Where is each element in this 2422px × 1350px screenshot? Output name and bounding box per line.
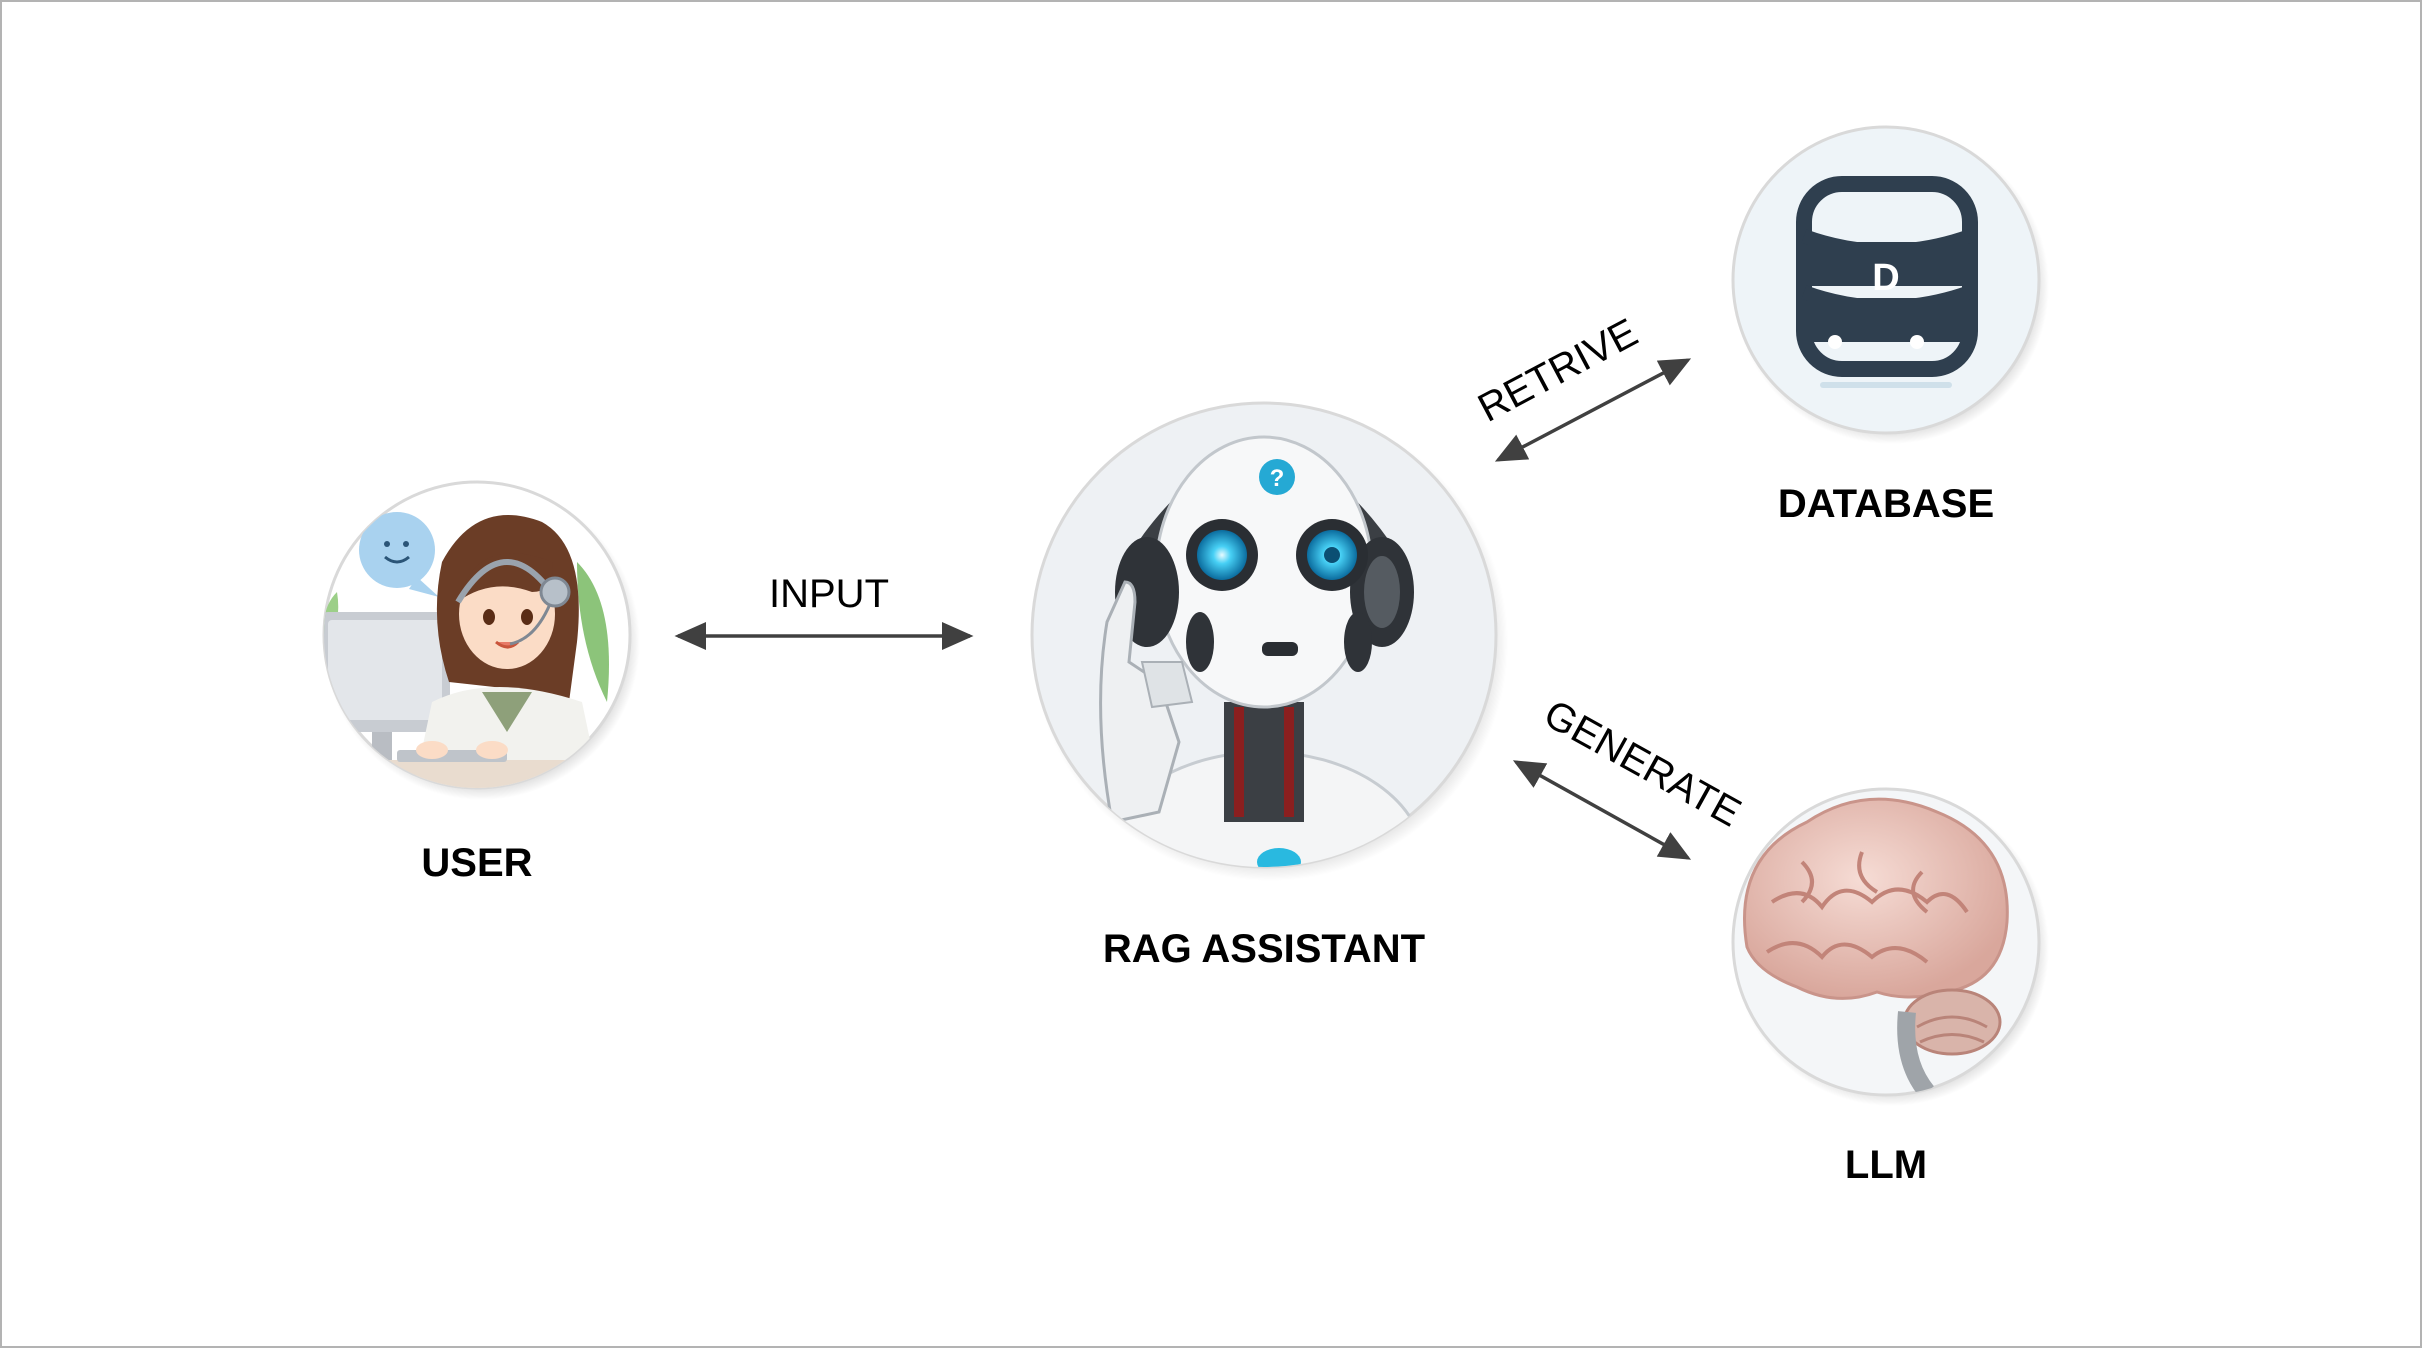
database-label: DATABASE [1778,482,1994,526]
database-icon: D [1796,176,1978,388]
svg-text:D: D [1872,257,1899,299]
retrieve-label: RETRIVE [1471,310,1645,430]
llm-label: LLM [1845,1143,1927,1187]
edge-retrieve: RETRIVE [1471,310,1692,462]
user-label: USER [421,841,532,885]
database-node: D DATABASE [1731,125,2049,526]
rag-assistant-node: ? RAG ASSISTANT [1030,401,1508,971]
generate-label: GENERATE [1537,692,1748,836]
svg-text:?: ? [1270,465,1285,492]
llm-node: LLM [1731,787,2049,1187]
edge-input: INPUT [674,572,974,650]
brain-icon [1743,797,2009,1095]
user-node: USER [322,480,640,885]
retrieve-arrow [1494,358,1692,462]
robot-icon: ? [1099,435,1426,867]
input-label: INPUT [769,572,889,616]
rag-assistant-label: RAG ASSISTANT [1103,927,1425,971]
generate-arrow [1512,760,1692,860]
edge-generate: GENERATE [1512,692,1748,860]
